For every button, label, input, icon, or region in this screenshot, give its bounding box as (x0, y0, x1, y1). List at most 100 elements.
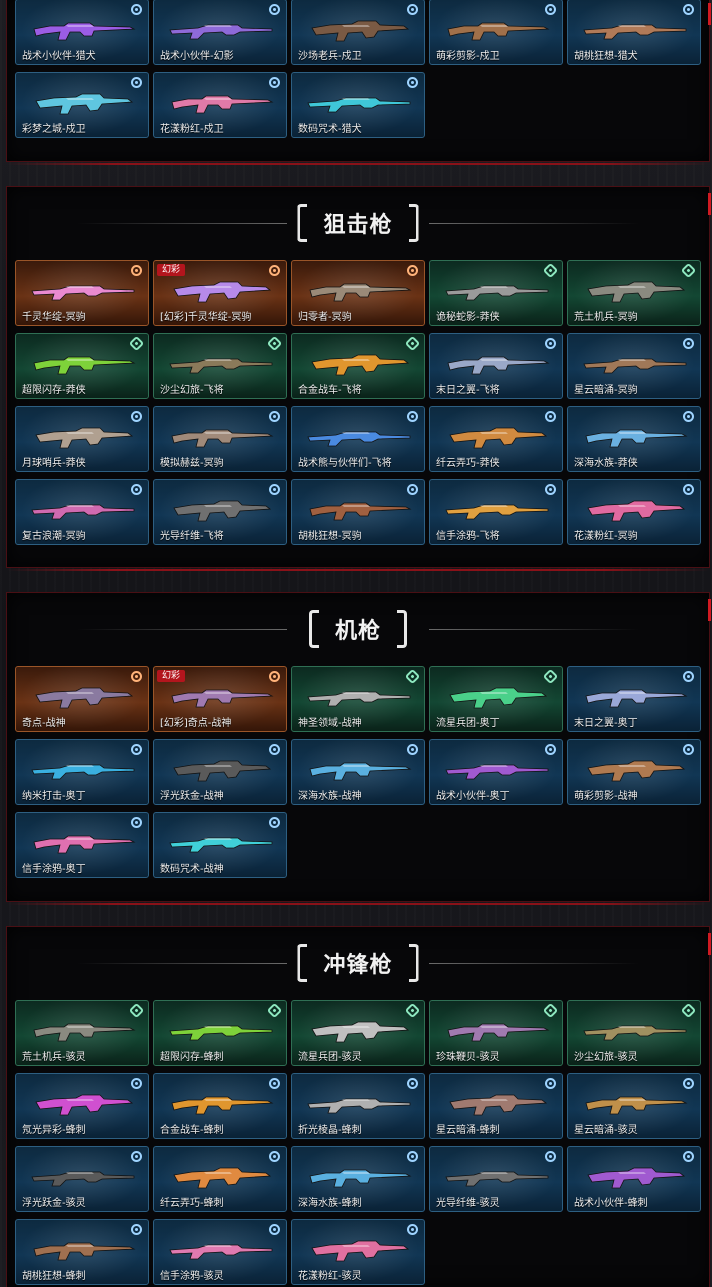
weapon-skin-card[interactable]: 胡桃狂想-冥驹 (291, 479, 425, 545)
weapon-silhouette-icon (583, 24, 687, 40)
weapon-skin-card[interactable]: 彩梦之城-戍卫 (15, 72, 149, 138)
rarity-badge-icon (404, 335, 421, 352)
weapon-skin-card[interactable]: 数码咒术-猎犬 (291, 72, 425, 138)
weapon-silhouette-icon (33, 835, 136, 854)
weapon-skin-card[interactable]: 战术小伙伴-蜂刺 (567, 1146, 701, 1212)
rarity-badge-icon (266, 1002, 283, 1019)
weapon-silhouette-icon (449, 1094, 548, 1116)
weapon-skin-card[interactable]: 胡桃狂想-蜂刺 (15, 1219, 149, 1285)
weapon-skin-label: 信手涂鸦-飞将 (436, 531, 500, 542)
rarity-badge-icon (545, 4, 556, 15)
weapon-silhouette-icon (173, 760, 272, 782)
weapon-skin-card[interactable]: 折光棱晶-蜂刺 (291, 1073, 425, 1139)
weapon-skin-card[interactable]: 沙场老兵-戍卫 (291, 0, 425, 65)
weapon-skin-card[interactable]: 战术小伙伴-猎犬 (15, 0, 149, 65)
weapon-skin-label: 光导纤维-骇灵 (436, 1198, 500, 1209)
weapon-skin-card[interactable]: 星云暗涌-骇灵 (567, 1073, 701, 1139)
weapon-skin-card[interactable]: 幻彩[幻彩]千灵华绽-冥驹 (153, 260, 287, 326)
weapon-silhouette-icon (171, 1096, 274, 1115)
weapon-skin-card[interactable]: 数码咒术-战神 (153, 812, 287, 878)
weapon-silhouette-icon (585, 1096, 688, 1115)
title-frame: 狙击枪 (297, 204, 419, 242)
weapon-skin-card[interactable]: 光导纤维-骇灵 (429, 1146, 563, 1212)
weapon-skin-card[interactable]: 花漾粉红-戍卫 (153, 72, 287, 138)
weapon-skin-card[interactable]: 超限闪存-蜂刺 (153, 1000, 287, 1066)
weapon-skin-label: 深海水族-莽侠 (574, 458, 638, 469)
rarity-badge-icon (131, 265, 142, 276)
weapon-skin-card[interactable]: 合金战车-蜂刺 (153, 1073, 287, 1139)
rarity-badge-icon (269, 411, 280, 422)
weapon-skin-card[interactable]: 诡秘蛇影-莽侠 (429, 260, 563, 326)
weapon-skin-card[interactable]: 信手涂鸦-奥丁 (15, 812, 149, 878)
weapon-skin-card[interactable]: 战术熊与伙伴们-飞将 (291, 406, 425, 472)
weapon-silhouette-icon (173, 281, 272, 303)
rarity-badge-icon (407, 484, 418, 495)
weapon-silhouette-icon (169, 358, 273, 374)
weapon-silhouette-icon (31, 1171, 135, 1187)
weapon-skin-card[interactable]: 深海水族-蜂刺 (291, 1146, 425, 1212)
weapon-skin-card[interactable]: 末日之翼-奥丁 (567, 666, 701, 732)
weapon-skin-card[interactable]: 沙尘幻旅-骇灵 (567, 1000, 701, 1066)
weapon-skin-label: 千灵华绽-冥驹 (22, 312, 86, 323)
rarity-badge-icon (131, 671, 142, 682)
weapon-silhouette-icon (585, 429, 688, 448)
rarity-badge-icon (542, 1002, 559, 1019)
weapon-skin-card[interactable]: 纳米打击-奥丁 (15, 739, 149, 805)
weapon-silhouette-icon (31, 285, 135, 301)
weapon-skin-card[interactable]: 战术小伙伴-奥丁 (429, 739, 563, 805)
weapon-skin-card[interactable]: 纤云弄巧-蜂刺 (153, 1146, 287, 1212)
rarity-badge-icon (683, 338, 694, 349)
weapon-skin-card[interactable]: 萌彩剪影-戍卫 (429, 0, 563, 65)
weapon-skin-card[interactable]: 合金战车-飞将 (291, 333, 425, 399)
weapon-skin-label: 数码咒术-猎犬 (298, 124, 362, 135)
weapon-skin-card[interactable]: 沙尘幻旅-飞将 (153, 333, 287, 399)
weapon-skin-card[interactable]: 花漾粉红-骇灵 (291, 1219, 425, 1285)
weapon-skin-label: 流星兵团-奥丁 (436, 718, 500, 729)
rarity-badge-icon (269, 1224, 280, 1235)
rarity-badge-icon (407, 744, 418, 755)
weapon-skin-label: 合金战车-蜂刺 (160, 1125, 224, 1136)
weapon-skin-card[interactable]: 浮光跃金-骇灵 (15, 1146, 149, 1212)
weapon-skin-card[interactable]: 流星兵团-奥丁 (429, 666, 563, 732)
weapon-skin-card[interactable]: 星云暗涌-蜂刺 (429, 1073, 563, 1139)
weapon-skin-card[interactable]: 纤云弄巧-莽侠 (429, 406, 563, 472)
weapon-skin-card[interactable]: 信手涂鸦-骇灵 (153, 1219, 287, 1285)
weapon-skin-card[interactable]: 模拟赫兹-冥驹 (153, 406, 287, 472)
weapon-skin-card[interactable]: 月球哨兵-莽侠 (15, 406, 149, 472)
weapon-skin-card[interactable]: 光导纤维-飞将 (153, 479, 287, 545)
weapon-silhouette-icon (171, 429, 274, 448)
weapon-skin-card[interactable]: 萌彩剪影-战神 (567, 739, 701, 805)
weapon-skin-card[interactable]: 荒土机兵-冥驹 (567, 260, 701, 326)
weapon-skin-card[interactable]: 流星兵团-骇灵 (291, 1000, 425, 1066)
weapon-skin-card[interactable]: 珍珠鞭贝-骇灵 (429, 1000, 563, 1066)
weapon-skin-card[interactable]: 末日之翼-飞将 (429, 333, 563, 399)
bracket-right-icon (408, 944, 419, 982)
weapon-skin-card[interactable]: 超限闪存-莽侠 (15, 333, 149, 399)
weapon-skin-card[interactable]: 胡桃狂想-猎犬 (567, 0, 701, 65)
weapon-skin-card[interactable]: 归零者-冥驹 (291, 260, 425, 326)
weapon-skin-card[interactable]: 神圣领域-战神 (291, 666, 425, 732)
weapon-skin-card[interactable]: 深海水族-战神 (291, 739, 425, 805)
weapon-skin-card[interactable]: 荒土机兵-骇灵 (15, 1000, 149, 1066)
rarity-badge-icon (407, 1151, 418, 1162)
section-header: 狙击枪 (7, 187, 709, 259)
weapon-skin-card[interactable]: 浮光跃金-战神 (153, 739, 287, 805)
variant-tag: 幻彩 (157, 670, 186, 682)
weapon-skin-card[interactable]: 星云暗涌-冥驹 (567, 333, 701, 399)
rarity-badge-icon (545, 411, 556, 422)
weapon-skin-card[interactable]: 氖光异彩-蜂刺 (15, 1073, 149, 1139)
weapon-skin-card[interactable]: 花漾粉红-冥驹 (567, 479, 701, 545)
weapon-skin-card[interactable]: 信手涂鸦-飞将 (429, 479, 563, 545)
rarity-badge-icon (545, 338, 556, 349)
weapon-skin-card[interactable]: 深海水族-莽侠 (567, 406, 701, 472)
header-line-left (77, 223, 287, 224)
weapon-skin-label: 战术小伙伴-奥丁 (436, 791, 510, 802)
weapon-skin-card[interactable]: 幻彩[幻彩]奇点-战神 (153, 666, 287, 732)
weapon-skin-card[interactable]: 奇点-战神 (15, 666, 149, 732)
weapon-skin-card[interactable]: 复古浪潮-冥驹 (15, 479, 149, 545)
rarity-badge-icon (269, 1078, 280, 1089)
weapon-skin-label: 沙尘幻旅-飞将 (160, 385, 224, 396)
weapon-skin-card[interactable]: 战术小伙伴-幻影 (153, 0, 287, 65)
weapon-skin-label: 纤云弄巧-蜂刺 (160, 1198, 224, 1209)
weapon-skin-card[interactable]: 千灵华绽-冥驹 (15, 260, 149, 326)
